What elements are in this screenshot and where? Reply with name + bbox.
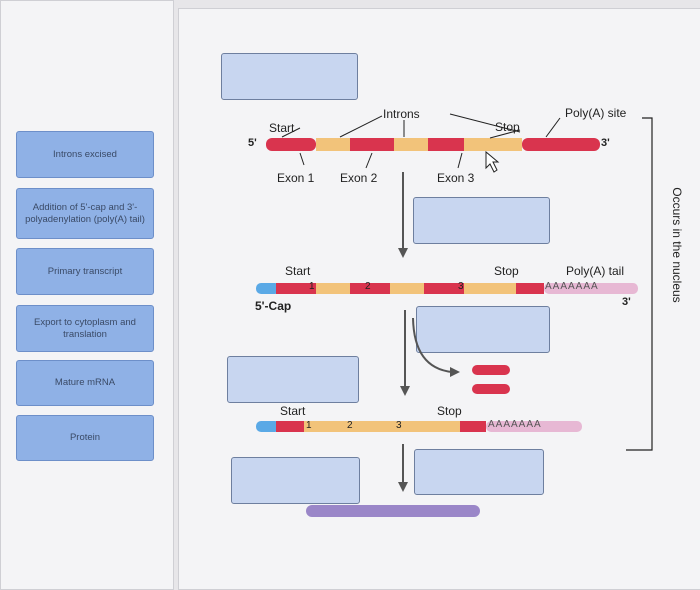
primary-3prime-label: 3' (622, 296, 631, 308)
primary-exon3-number: 3 (458, 281, 464, 292)
card-text: Primary transcript (47, 265, 123, 277)
card-primary-transcript[interactable]: Primary transcript (16, 248, 154, 295)
card-introns-excised[interactable]: Introns excised (16, 131, 154, 178)
drop-target-3[interactable] (416, 306, 550, 353)
drop-target-4[interactable] (227, 356, 359, 403)
card-text: Export to cytoplasm and translation (34, 317, 136, 340)
drop-target-2[interactable] (413, 197, 550, 244)
primary-5cap-label: 5'-Cap (255, 299, 292, 313)
exon1-label: Exon 1 (277, 171, 315, 185)
primary-start-label: Start (285, 264, 311, 278)
card-text: Mature mRNA (54, 377, 116, 389)
mature-start-label: Start (280, 404, 306, 418)
mature-stop-label: Stop (437, 404, 462, 418)
primary-exon2-number: 2 (365, 281, 371, 292)
primary-polya-tail-label: Poly(A) tail (566, 264, 625, 278)
mature-exon1-number: 1 (306, 420, 312, 431)
primary-transcript-strand (256, 283, 638, 294)
primary-exon1-number: 1 (309, 281, 315, 292)
card-protein[interactable]: Protein (16, 415, 154, 461)
card-mature-mrna[interactable]: Mature mRNA (16, 360, 154, 406)
gene-start-label: Start (269, 121, 295, 135)
drop-target-5[interactable] (231, 457, 360, 504)
gene-introns-label: Introns (383, 107, 420, 121)
mature-exon3-number: 3 (396, 420, 402, 431)
gene-stop-label: Stop (495, 120, 520, 134)
card-cap-polyadenylation[interactable]: Addition of 5'-cap and 3'-polyadenylatio… (16, 188, 154, 239)
primary-polya-seq: AAAAAAA (545, 281, 599, 292)
exon3-label: Exon 3 (437, 171, 475, 185)
gene-5prime-label: 5' (248, 137, 257, 149)
card-export-translation[interactable]: Export to cytoplasm and translation (16, 305, 154, 352)
mature-exon2-number: 2 (347, 420, 353, 431)
mature-mrna-strand (256, 421, 582, 432)
card-text: Introns excised (53, 148, 117, 160)
mature-polya-seq: AAAAAAA (488, 419, 542, 430)
gene-3prime-label: 3' (601, 137, 610, 149)
gene-strand (266, 138, 600, 151)
drop-target-6[interactable] (414, 449, 544, 495)
protein-bar (306, 505, 480, 517)
labels-panel (0, 0, 174, 590)
card-text: Addition of 5'-cap and 3'-polyadenylatio… (25, 202, 145, 225)
card-text: Protein (69, 432, 101, 444)
primary-stop-label: Stop (494, 264, 519, 278)
gene-polya-site-label: Poly(A) site (565, 106, 627, 120)
cursor-icon (485, 150, 500, 173)
drop-target-1[interactable] (221, 53, 358, 100)
nucleus-label: Occurs in the nucleus (670, 187, 684, 303)
exon2-label: Exon 2 (340, 171, 378, 185)
